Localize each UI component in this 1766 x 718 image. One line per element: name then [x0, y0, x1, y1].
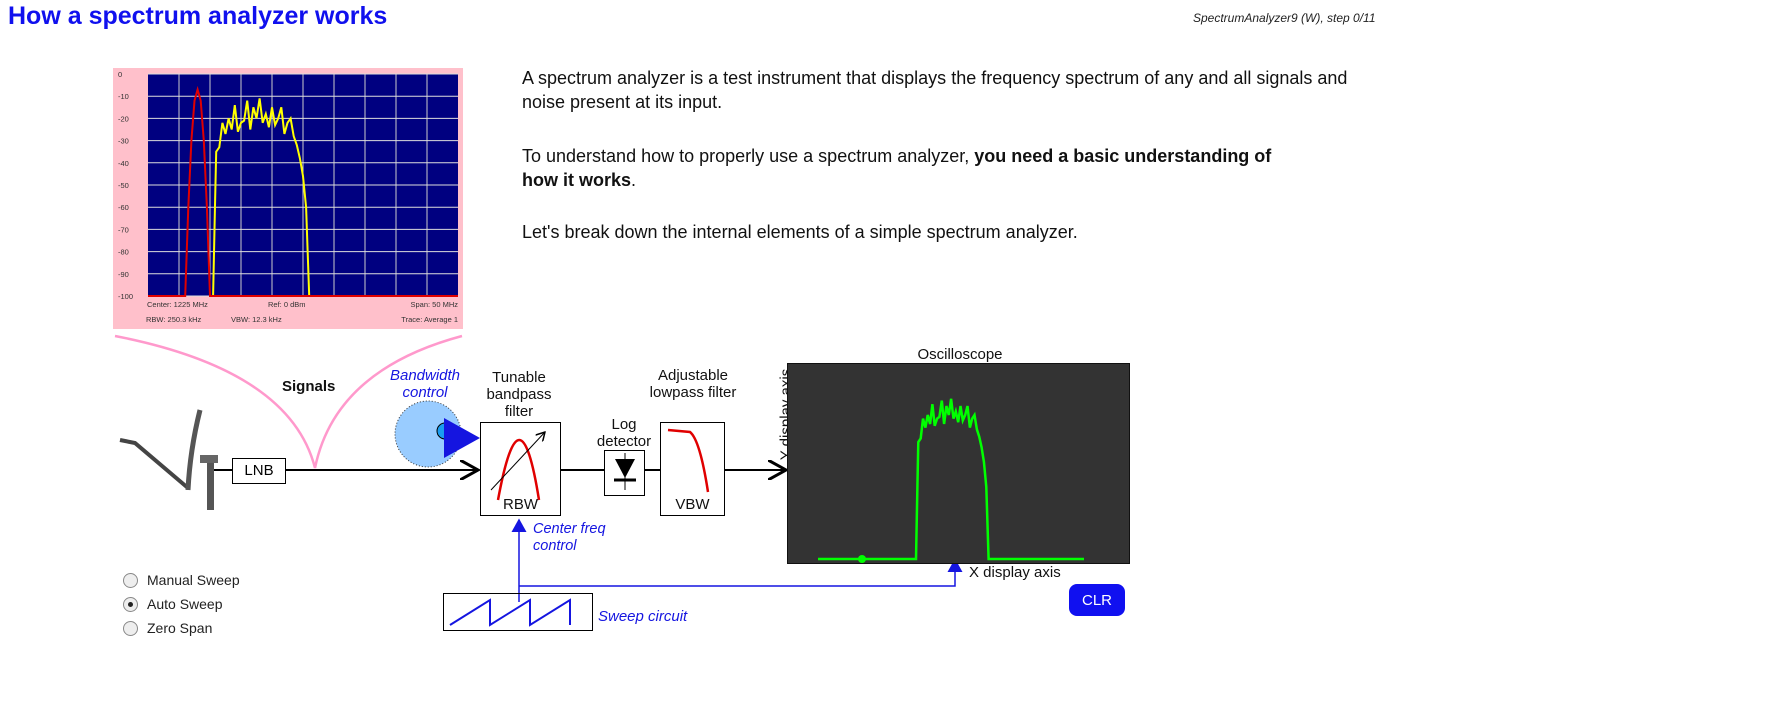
y-tick-label: -70 [118, 225, 129, 234]
radio-label: Manual Sweep [147, 572, 240, 588]
intro-paragraph: A spectrum analyzer is a test instrument… [522, 68, 1348, 112]
bandwidth-control-label: Bandwidth control [389, 367, 461, 401]
signals-bracket [114, 334, 463, 469]
y-tick-label: -100 [118, 292, 133, 301]
signals-label: Signals [282, 378, 336, 395]
rbw-label: RBW: 250.3 kHz [146, 315, 202, 324]
sweep-dot [858, 555, 866, 563]
diode-icon [614, 453, 636, 490]
y-tick-label: -10 [118, 92, 129, 101]
trace-carrier [148, 85, 458, 297]
page-title: How a spectrum analyzer works [8, 2, 388, 30]
lowpass-filter-label: Adjustable lowpass filter [649, 367, 737, 401]
oscilloscope-label: Oscilloscope [917, 346, 1003, 363]
text: . [631, 170, 637, 190]
y-tick-label: -40 [118, 159, 129, 168]
vbw-label: VBW: 12.3 kHz [231, 315, 282, 324]
lnb-block: LNB [232, 458, 286, 484]
y-tick-label: -30 [118, 137, 129, 146]
radio-button[interactable] [123, 572, 138, 588]
y-tick-label: -90 [118, 270, 129, 279]
center-label: Center: 1225 MHz [147, 300, 208, 309]
breakdown-paragraph: Let's break down the internal elements o… [522, 222, 1078, 242]
lowpass-filter-block: VBW [660, 422, 725, 516]
sweep-circuit-block [443, 593, 593, 631]
clear-button[interactable]: CLR [1069, 584, 1125, 616]
satellite-dish-icon [119, 409, 218, 510]
span-label: Span: 50 MHz [410, 300, 458, 309]
x-axis-label: X display axis [969, 564, 1061, 581]
radio-auto-sweep[interactable]: Auto Sweep [123, 596, 240, 612]
radio-manual-sweep[interactable]: Manual Sweep [123, 572, 240, 588]
log-detector-block [604, 450, 645, 496]
radio-button[interactable] [123, 620, 138, 636]
oscilloscope-screen [787, 363, 1130, 564]
tunable-filter-block: RBW [480, 422, 561, 516]
rbw-label: RBW [503, 496, 538, 513]
sawtooth-icon [449, 598, 571, 627]
log-detector-label: Log detector [596, 416, 652, 450]
y-tick-label: -20 [118, 114, 129, 123]
radio-zero-span[interactable]: Zero Span [123, 620, 240, 636]
block-diagram [114, 334, 963, 627]
sweep-circuit-label: Sweep circuit [598, 608, 688, 625]
radio-label: Zero Span [147, 620, 213, 636]
trace-label: Trace: Average 1 [401, 315, 458, 324]
radio-label: Auto Sweep [147, 596, 223, 612]
text: To understand how to properly use a spec… [522, 146, 975, 166]
scope-trace [818, 398, 1084, 563]
bandwidth-knob [394, 400, 462, 468]
understanding-paragraph: To understand how to properly use a spec… [522, 144, 1282, 192]
center-freq-label: Center freq control [533, 521, 606, 554]
vbw-label: VBW [675, 496, 710, 513]
y-tick-label: -60 [118, 203, 129, 212]
spectrum-chart: 0 -10 -20 -30 -40 -50 -60 -70 -80 -90 -100 [118, 70, 458, 301]
trace-wideband [212, 98, 312, 297]
y-tick-label: -80 [118, 248, 129, 257]
bold-text: you need a basic understanding of how it… [522, 146, 1272, 190]
sweep-mode-group: Manual Sweep Auto Sweep Zero Span [123, 572, 240, 636]
ref-label: Ref: 0 dBm [268, 300, 306, 309]
y-tick-label: 0 [118, 70, 122, 79]
y-tick-label: -50 [118, 181, 129, 190]
step-indicator: SpectrumAnalyzer9 (W), step 0/11 [1193, 11, 1376, 25]
radio-button[interactable] [123, 596, 138, 612]
tunable-filter-label: Tunable bandpass filter [486, 369, 552, 420]
spectrum-display-panel: 0 -10 -20 -30 -40 -50 -60 -70 -80 -90 -100 Center:… [113, 68, 463, 329]
